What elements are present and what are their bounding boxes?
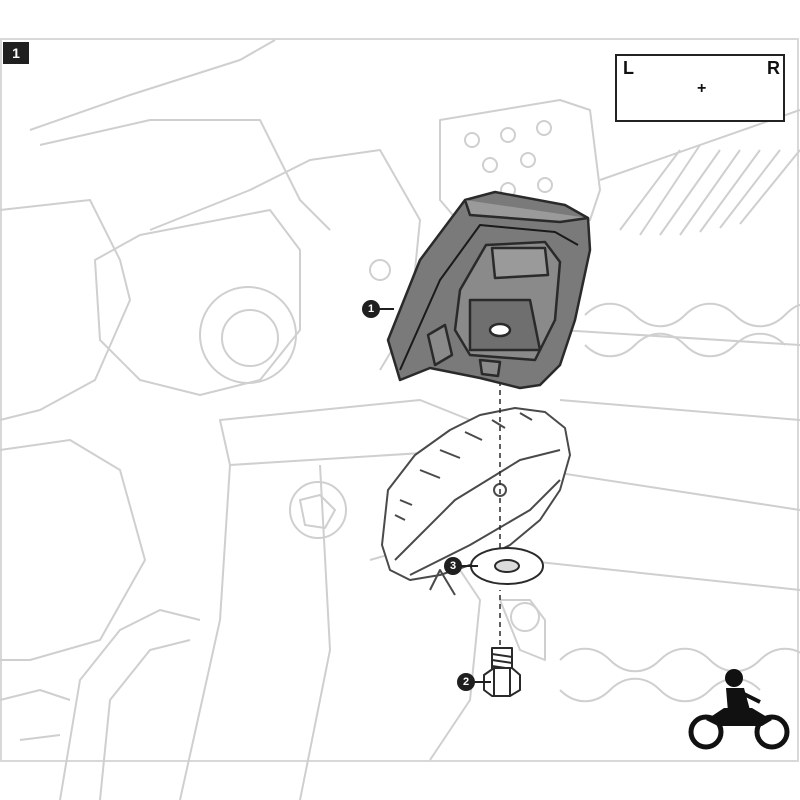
frame-border [0, 38, 799, 762]
right-side-label: R [767, 58, 780, 78]
callout-2: 2 [457, 673, 491, 691]
callout-3: 3 [444, 557, 478, 575]
side-joiner: + [697, 80, 707, 97]
frame-fastener [289, 481, 347, 539]
left-side-label: L [623, 58, 634, 78]
frame-pivot-inner [221, 309, 279, 367]
footpeg [381, 407, 571, 596]
step-number-badge: 1 [3, 42, 29, 64]
side-indicator-box: L + R [615, 54, 785, 122]
rider-view-icon [688, 669, 790, 750]
extender-part [386, 190, 592, 390]
frame-pivot-outer [199, 286, 297, 384]
bracket-post [510, 602, 540, 632]
washer-part [470, 547, 544, 585]
callout-1: 1 [362, 300, 394, 318]
background-linework [0, 39, 800, 800]
bolt-part [483, 647, 521, 697]
